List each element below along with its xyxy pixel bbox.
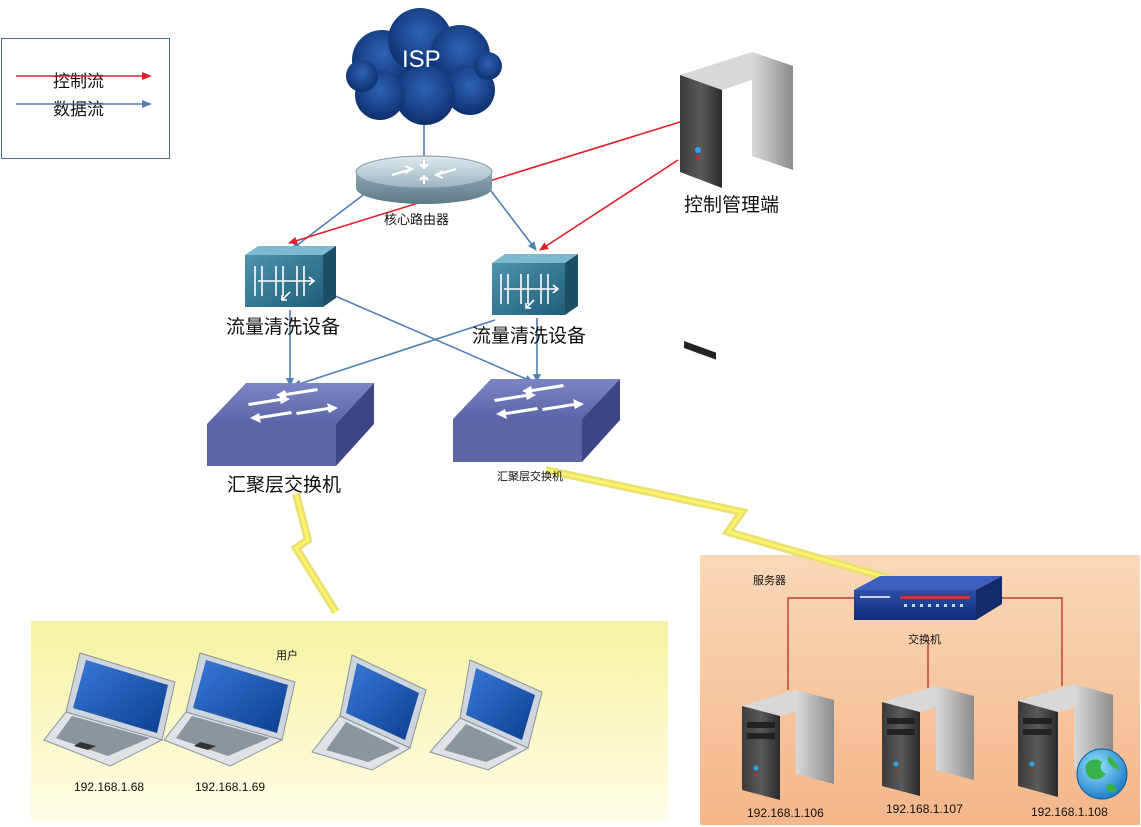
scrubbing-device-1-label: 流量清洗设备 — [226, 317, 341, 338]
server-3-ip: 192.168.1.108 — [1031, 805, 1108, 819]
laptop-1-ip: 192.168.1.68 — [74, 780, 145, 794]
server-2-icon — [882, 686, 974, 796]
core-router-label: 核心路由器 — [384, 212, 450, 227]
laptop-2-ip: 192.168.1.69 — [195, 780, 266, 794]
aggregation-switch-1-icon — [207, 383, 374, 466]
server-zone-wiring — [787, 597, 1063, 690]
control-management-label: 控制管理端 — [684, 195, 780, 216]
laptop-4-icon — [429, 659, 543, 771]
scrubbing-device-2-label: 流量清洗设备 — [472, 326, 587, 347]
legend-data-flow-label: 数据流 — [53, 100, 104, 119]
server-1-icon — [742, 690, 834, 800]
legend-control-flow-label: 控制流 — [53, 72, 104, 91]
aggregation-switch-2-label: 汇聚层交换机 — [497, 471, 563, 483]
laptop-1-icon — [43, 652, 176, 767]
wireless-link-users — [290, 492, 340, 615]
control-management-server-icon — [680, 52, 793, 360]
aggregation-switch-1-label: 汇聚层交换机 — [227, 475, 342, 496]
server-1-ip: 192.168.1.106 — [747, 806, 824, 820]
scrubbing-device-2-icon — [492, 254, 578, 315]
access-switch-label: 交换机 — [908, 634, 941, 646]
servers-zone-title: 服务器 — [753, 575, 786, 587]
users-zone-title: 用户 — [276, 650, 298, 662]
core-router-icon — [355, 155, 493, 204]
isp-label: ISP — [402, 46, 441, 73]
legend — [1, 38, 170, 159]
laptop-2-icon — [163, 652, 296, 767]
globe-icon — [1076, 748, 1128, 800]
wireless-link-servers — [545, 466, 907, 587]
server-2-ip: 192.168.1.107 — [886, 802, 963, 816]
data-flow-links — [286, 80, 541, 388]
isp-cloud-icon — [346, 8, 502, 125]
aggregation-switch-2-icon — [453, 379, 620, 462]
access-switch-icon — [854, 576, 1002, 620]
laptop-3-icon — [311, 654, 427, 771]
scrubbing-device-1-icon — [245, 246, 336, 307]
